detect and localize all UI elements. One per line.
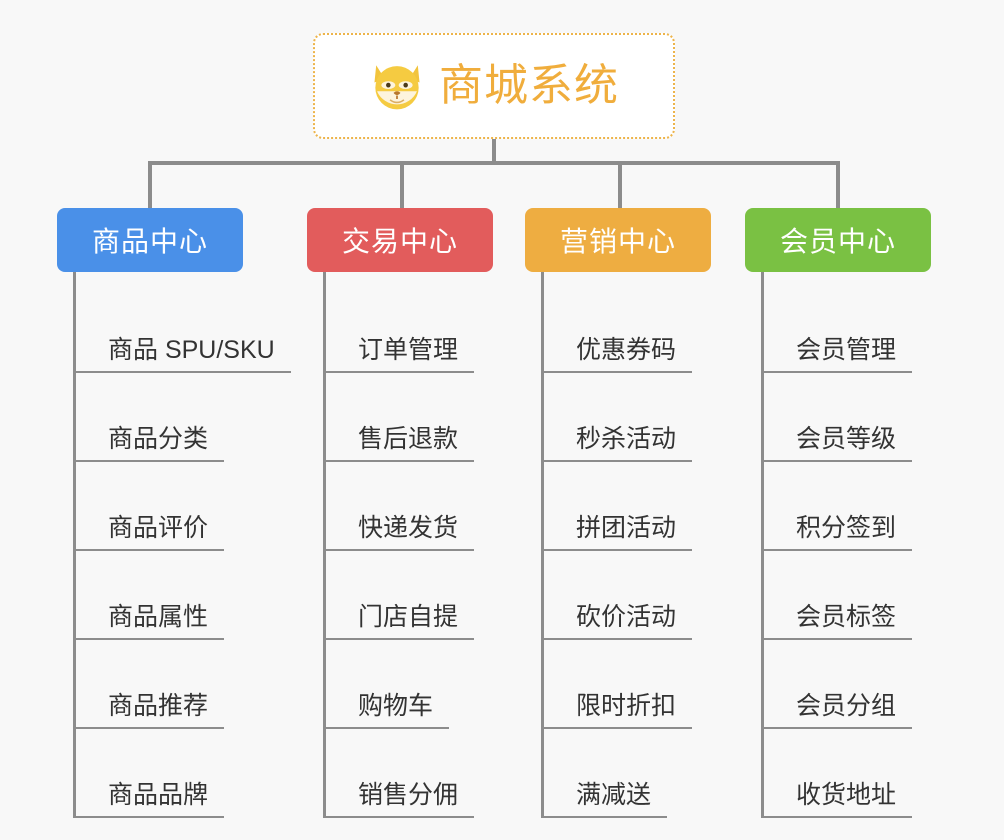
list-item-label: 购物车: [326, 692, 450, 729]
list-item-label: 积分签到: [764, 514, 913, 551]
list-item[interactable]: 商品属性: [76, 551, 243, 640]
list-item[interactable]: 会员管理: [764, 284, 931, 373]
branch-header-4[interactable]: 会员中心: [745, 208, 931, 272]
list-item-label: 会员标签: [764, 603, 913, 640]
list-item[interactable]: 商品 SPU/SKU: [76, 284, 291, 373]
list-item[interactable]: 订单管理: [326, 284, 493, 373]
branch-header-1[interactable]: 商品中心: [57, 208, 243, 272]
list-item-label: 门店自提: [326, 603, 475, 640]
list-item[interactable]: 商品品牌: [76, 729, 243, 818]
branch-items-1: 商品 SPU/SKU 商品分类 商品评价 商品属性 商品推荐 商品品牌: [73, 272, 291, 818]
root-node[interactable]: 商城系统: [313, 33, 675, 139]
branch-column-3: 营销中心 优惠券码 秒杀活动 拼团活动 砍价活动 限时折扣 满减送: [525, 208, 711, 818]
list-item-label: 优惠券码: [544, 336, 693, 373]
list-item[interactable]: 会员等级: [764, 373, 931, 462]
list-item-label: 商品分类: [76, 425, 225, 462]
branch-header-label-3: 营销中心: [559, 226, 676, 257]
list-item-label: 快递发货: [326, 514, 475, 551]
branch-items-3: 优惠券码 秒杀活动 拼团活动 砍价活动 限时折扣 满减送: [541, 272, 711, 818]
list-item[interactable]: 商品分类: [76, 373, 243, 462]
connector-drop-3: [618, 161, 622, 209]
list-item-label: 商品评价: [76, 514, 225, 551]
list-item[interactable]: 会员标签: [764, 551, 931, 640]
list-item[interactable]: 砍价活动: [544, 551, 711, 640]
list-item[interactable]: 限时折扣: [544, 640, 711, 729]
connector-horizontal-bus: [148, 161, 840, 165]
connector-drop-1: [148, 161, 152, 209]
branch-header-label-4: 会员中心: [779, 226, 896, 257]
list-item[interactable]: 秒杀活动: [544, 373, 711, 462]
connector-drop-4: [836, 161, 840, 209]
branch-column-1: 商品中心 商品 SPU/SKU 商品分类 商品评价 商品属性 商品推荐 商品品牌: [57, 208, 291, 818]
list-item-label: 会员等级: [764, 425, 913, 462]
branch-header-3[interactable]: 营销中心: [525, 208, 711, 272]
list-item[interactable]: 拼团活动: [544, 462, 711, 551]
branch-column-4: 会员中心 会员管理 会员等级 积分签到 会员标签 会员分组 收货地址: [745, 208, 931, 818]
list-item[interactable]: 销售分佣: [326, 729, 493, 818]
list-item-label: 订单管理: [326, 336, 475, 373]
connector-root-stem: [492, 139, 496, 164]
shiba-dog-face-icon: [369, 60, 425, 112]
list-item-label: 满减送: [544, 781, 668, 818]
list-item-label: 商品品牌: [76, 781, 225, 818]
list-item-label: 秒杀活动: [544, 425, 693, 462]
list-item[interactable]: 收货地址: [764, 729, 931, 818]
list-item[interactable]: 会员分组: [764, 640, 931, 729]
list-item-label: 商品推荐: [76, 692, 225, 729]
connector-drop-2: [400, 161, 404, 209]
branch-header-2[interactable]: 交易中心: [307, 208, 493, 272]
list-item-label: 砍价活动: [544, 603, 693, 640]
list-item-label: 商品 SPU/SKU: [76, 336, 291, 373]
branch-header-label-2: 交易中心: [341, 226, 458, 257]
list-item[interactable]: 门店自提: [326, 551, 493, 640]
list-item[interactable]: 商品推荐: [76, 640, 243, 729]
list-item-label: 售后退款: [326, 425, 475, 462]
list-item-label: 会员分组: [764, 692, 913, 729]
list-item[interactable]: 商品评价: [76, 462, 243, 551]
branch-items-4: 会员管理 会员等级 积分签到 会员标签 会员分组 收货地址: [761, 272, 931, 818]
list-item-label: 收货地址: [764, 781, 913, 818]
list-item[interactable]: 快递发货: [326, 462, 493, 551]
list-item[interactable]: 售后退款: [326, 373, 493, 462]
branch-header-label-1: 商品中心: [91, 226, 208, 257]
list-item[interactable]: 积分签到: [764, 462, 931, 551]
list-item[interactable]: 优惠券码: [544, 284, 711, 373]
list-item-label: 限时折扣: [544, 692, 693, 729]
list-item-label: 拼团活动: [544, 514, 693, 551]
root-title: 商城系统: [439, 61, 619, 110]
list-item-label: 会员管理: [764, 336, 913, 373]
list-item-label: 销售分佣: [326, 781, 475, 818]
list-item-label: 商品属性: [76, 603, 225, 640]
branch-items-2: 订单管理 售后退款 快递发货 门店自提 购物车 销售分佣: [323, 272, 493, 818]
branch-column-2: 交易中心 订单管理 售后退款 快递发货 门店自提 购物车 销售分佣: [307, 208, 493, 818]
list-item[interactable]: 购物车: [326, 640, 493, 729]
list-item[interactable]: 满减送: [544, 729, 711, 818]
